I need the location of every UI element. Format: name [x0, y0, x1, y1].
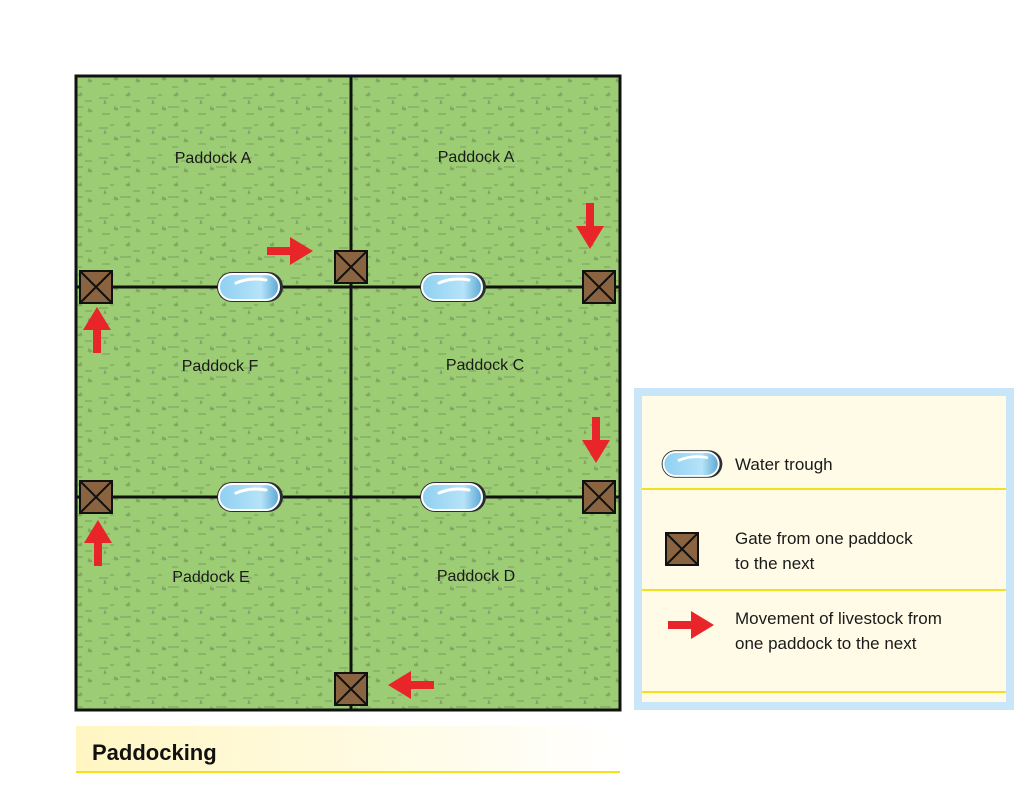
paddock-label-middle-right: Paddock C: [446, 357, 524, 374]
gate-icon: [582, 270, 616, 304]
caption-bar: Paddocking: [76, 726, 620, 773]
gate-icon: [79, 480, 113, 514]
paddock-label-middle-left: Paddock F: [182, 358, 259, 375]
water-trough-icon: [215, 270, 285, 304]
legend-panel: Water trough Gate from one paddock to th…: [634, 388, 1014, 710]
gate-icon: [79, 270, 113, 304]
paddock-label-top-left: Paddock A: [175, 150, 252, 167]
legend-gate-label-line1: Gate from one paddock: [735, 529, 913, 548]
gate-icon: [665, 532, 699, 566]
gate-icon: [582, 480, 616, 514]
field-border: [74, 74, 622, 712]
legend-water-trough-label: Water trough: [735, 455, 833, 474]
gate-icon: [334, 672, 368, 706]
gate-icon: [334, 250, 368, 284]
legend-gate-label-line2: to the next: [735, 554, 815, 573]
legend-movement-label-line2: one paddock to the next: [735, 634, 917, 653]
water-trough-icon: [418, 270, 488, 304]
legend-movement-label-line1: Movement of livestock from: [735, 609, 942, 628]
paddock-label-top-right: Paddock A: [438, 149, 515, 166]
caption-title: Paddocking: [92, 740, 217, 765]
water-trough-icon: [215, 480, 285, 514]
fence-lines: [76, 76, 620, 710]
paddock-label-bottom-right: Paddock D: [437, 568, 515, 585]
paddock-label-bottom-left: Paddock E: [172, 569, 249, 586]
grass-field: [76, 76, 620, 710]
water-trough-icon: [418, 480, 488, 514]
